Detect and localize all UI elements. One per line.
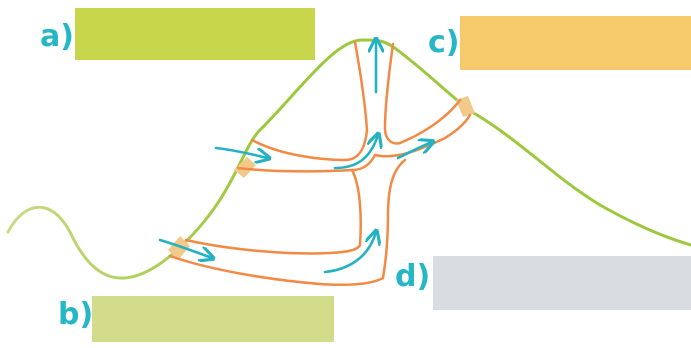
channel-network: [168, 40, 472, 286]
channel-lower-left-top-wall: [184, 238, 362, 255]
label-d: d): [395, 259, 431, 294]
channel-trunk-left-wall: [350, 168, 362, 247]
channel-upper-left-bottom-wall: [236, 153, 377, 173]
outlet-patch-left-low: [168, 236, 190, 260]
flow-arrows: [158, 40, 432, 274]
arrow-icon: [396, 142, 432, 160]
outlet-patch-left-mid: [234, 157, 256, 178]
answer-box-a[interactable]: [75, 8, 315, 60]
channel-upper-left-top-wall: [250, 128, 369, 162]
answer-box-d[interactable]: [433, 256, 691, 310]
label-b: b): [58, 297, 94, 332]
label-a: a): [40, 19, 74, 54]
answer-box-c[interactable]: [460, 16, 691, 70]
arrow-icon: [158, 238, 212, 258]
answer-box-b[interactable]: [92, 296, 334, 342]
arrow-icon: [333, 135, 378, 170]
arrow-icon: [214, 146, 268, 158]
arrow-icon: [323, 232, 376, 274]
channel-upper-right-bottom-wall: [373, 113, 472, 158]
hill-outline: [6, 38, 691, 280]
channel-trunk-right-wall: [381, 158, 407, 280]
label-c: c): [428, 25, 460, 60]
channel-vertical-left-wall: [353, 40, 369, 132]
channel-upper-right-top-wall: [398, 98, 462, 145]
outlet-patch-top-right: [456, 96, 475, 117]
channel-vertical-right-wall: [383, 42, 402, 145]
channel-lower-left-bottom-wall: [168, 254, 385, 286]
